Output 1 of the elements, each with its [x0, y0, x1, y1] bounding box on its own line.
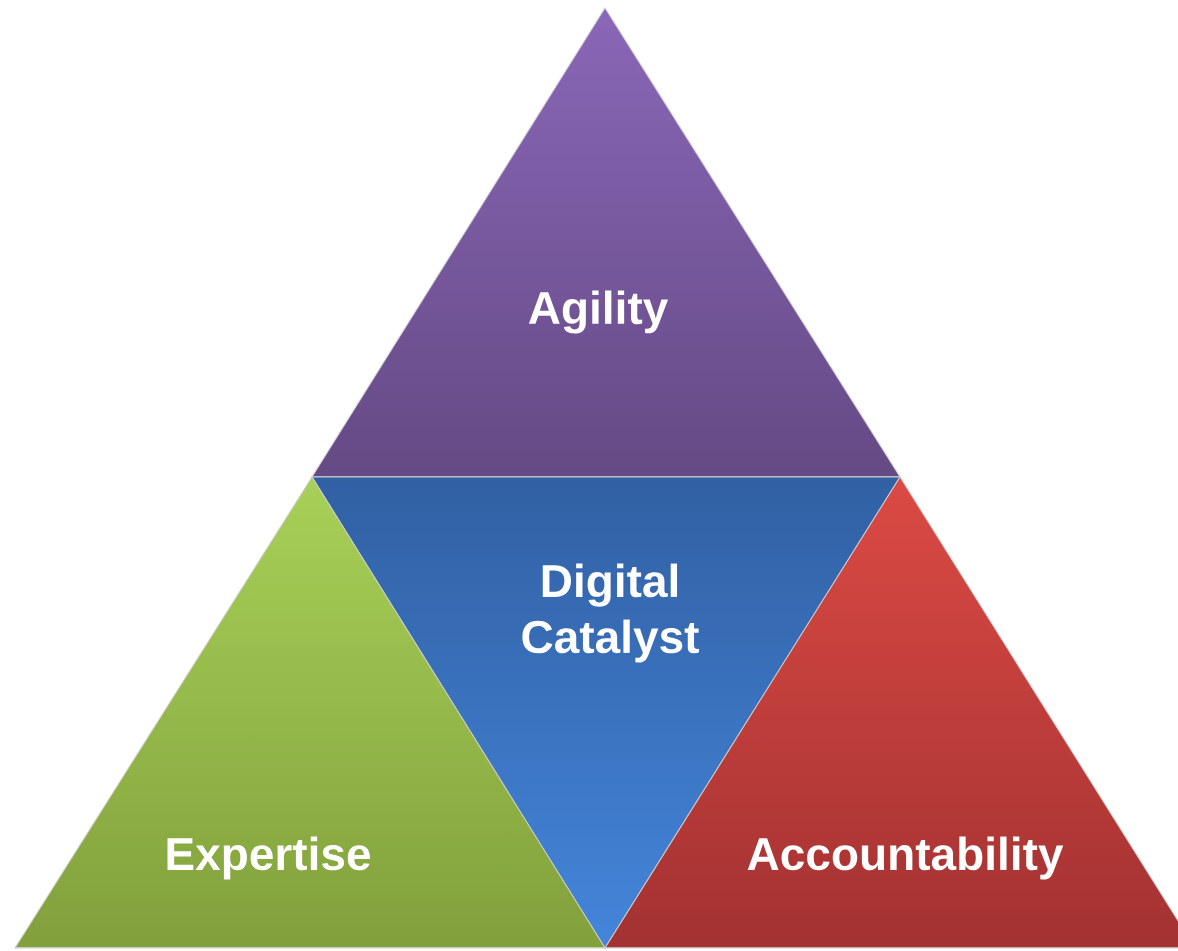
triangle: Agility	[311, 7, 901, 478]
